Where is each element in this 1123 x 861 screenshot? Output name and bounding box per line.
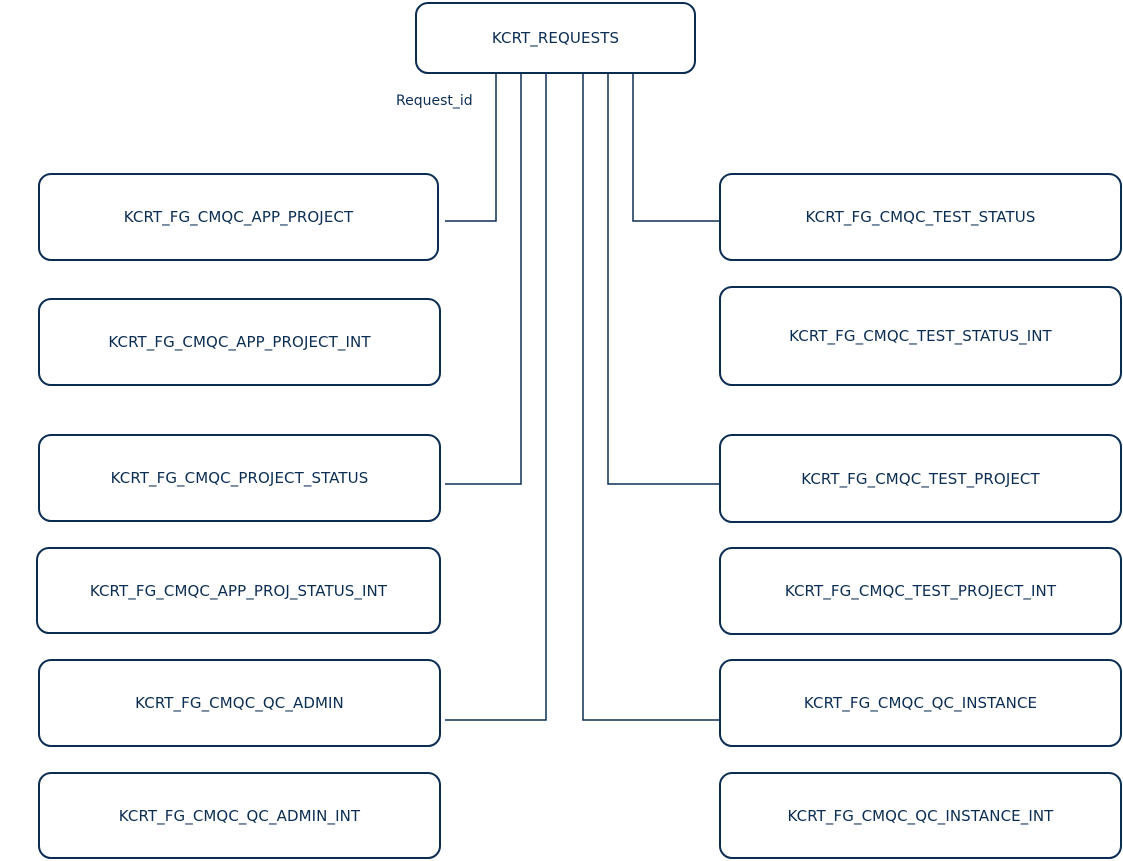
table-name: KCRT_FG_CMQC_APP_PROJECT	[123, 208, 354, 226]
table-box-app-proj-status-int: KCRT_FG_CMQC_APP_PROJ_STATUS_INT	[36, 547, 441, 634]
table-name: KCRT_FG_CMQC_TEST_PROJECT	[801, 469, 1040, 488]
connector-test-status	[632, 74, 719, 222]
table-box-app-project-int: KCRT_FG_CMQC_APP_PROJECT_INT	[38, 298, 441, 386]
table-name: KCRT_FG_CMQC_PROJECT_STATUS	[110, 469, 369, 487]
table-box-project-status: KCRT_FG_CMQC_PROJECT_STATUS	[38, 434, 441, 522]
table-name: KCRT_FG_CMQC_QC_ADMIN_INT	[118, 806, 361, 825]
table-name: KCRT_FG_CMQC_TEST_STATUS_INT	[789, 327, 1052, 345]
table-name: KCRT_FG_CMQC_QC_INSTANCE_INT	[787, 806, 1054, 825]
connector-qc-instance	[582, 74, 719, 721]
table-box-kcrt-requests: KCRT_REQUESTS	[415, 2, 696, 74]
table-name: KCRT_REQUESTS	[491, 29, 620, 47]
table-name: KCRT_FG_CMQC_TEST_PROJECT_INT	[784, 582, 1057, 600]
table-box-qc-instance: KCRT_FG_CMQC_QC_INSTANCE	[719, 659, 1122, 747]
table-box-app-project: KCRT_FG_CMQC_APP_PROJECT	[38, 173, 439, 261]
connector-project-status	[445, 74, 522, 485]
table-name: KCRT_FG_CMQC_QC_ADMIN	[135, 694, 344, 712]
table-box-test-project: KCRT_FG_CMQC_TEST_PROJECT	[719, 434, 1122, 523]
table-box-qc-admin-int: KCRT_FG_CMQC_QC_ADMIN_INT	[38, 772, 441, 859]
table-name: KCRT_FG_CMQC_APP_PROJECT_INT	[108, 333, 371, 351]
table-name: KCRT_FG_CMQC_QC_INSTANCE	[803, 694, 1038, 712]
table-box-qc-admin: KCRT_FG_CMQC_QC_ADMIN	[38, 659, 441, 747]
table-box-test-status: KCRT_FG_CMQC_TEST_STATUS	[719, 173, 1122, 261]
table-name: KCRT_FG_CMQC_TEST_STATUS	[805, 208, 1036, 226]
table-box-qc-instance-int: KCRT_FG_CMQC_QC_INSTANCE_INT	[719, 772, 1122, 859]
relationship-label-request-id: Request_id	[396, 93, 473, 109]
table-box-test-project-int: KCRT_FG_CMQC_TEST_PROJECT_INT	[719, 547, 1122, 635]
table-name: KCRT_FG_CMQC_APP_PROJ_STATUS_INT	[89, 581, 388, 600]
connector-qc-admin	[445, 74, 547, 721]
connector-test-project	[607, 74, 719, 485]
connector-app-project	[445, 74, 497, 222]
table-box-test-status-int: KCRT_FG_CMQC_TEST_STATUS_INT	[719, 286, 1122, 386]
